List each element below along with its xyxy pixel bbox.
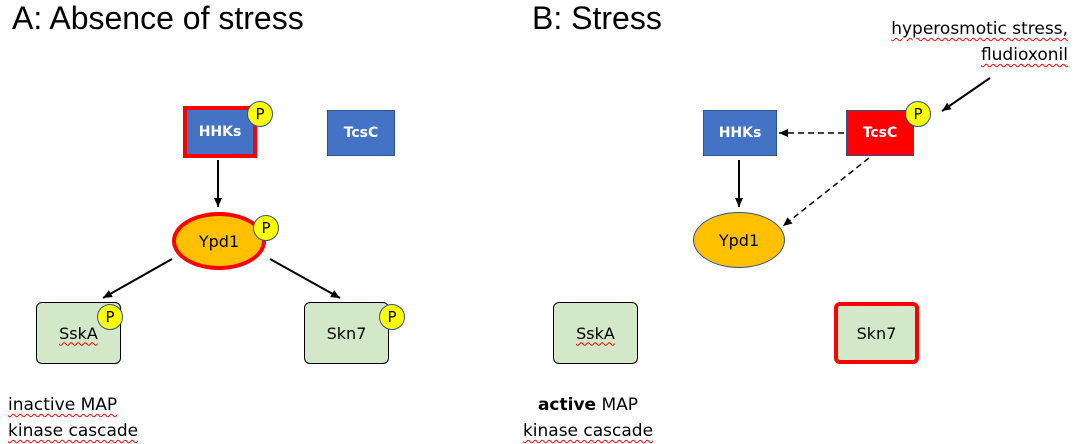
phosphate-badge-hhks-a: P <box>247 101 273 127</box>
panel-a-note: inactive MAP kinase cascade <box>8 392 138 444</box>
sska-label-a: SskA <box>59 323 98 343</box>
skn7-node-b: Skn7 <box>834 302 919 364</box>
arrow-ypd1-to-sska-a <box>102 258 173 299</box>
tcsc-node-b: TcsC <box>846 110 914 156</box>
panel-a-note-line2: kinase cascade <box>8 421 139 441</box>
phosphate-badge-skn7-a: P <box>379 304 405 330</box>
phosphate-badge-tcsc-b: P <box>905 101 931 127</box>
tcsc-label-a: TcsC <box>343 125 379 141</box>
skn7-node-a: Skn7 <box>304 302 389 364</box>
skn7-label-b: Skn7 <box>856 323 897 343</box>
stimulus-label: hyperosmotic stress, fludioxonil <box>860 16 1068 68</box>
sska-label-b: SskA <box>576 323 615 343</box>
stimulus-line1: hyperosmotic stress, <box>891 19 1068 39</box>
arrow-stimulus-to-tcsc <box>941 77 991 112</box>
ypd1-node-a: Ypd1 <box>172 212 266 270</box>
hhks-node-b: HHKs <box>703 110 777 156</box>
tcsc-label-b: TcsC <box>862 125 898 141</box>
panel-b-note-bold: active <box>537 395 597 415</box>
panel-a-note-line1: inactive MAP <box>8 395 118 415</box>
panel-b-note-line2: kinase cascade <box>522 421 654 441</box>
ypd1-label-b: Ypd1 <box>718 230 760 250</box>
sska-node-b: SskA <box>553 302 638 364</box>
panel-b-title: B: Stress <box>532 0 662 36</box>
skn7-label-a: Skn7 <box>326 323 367 343</box>
tcsc-node-a: TcsC <box>327 110 395 156</box>
panel-a-title: A: Absence of stress <box>12 0 304 36</box>
hhks-label-b: HHKs <box>718 125 762 141</box>
ypd1-node-b: Ypd1 <box>693 212 785 268</box>
hhks-node-a: HHKs <box>183 106 257 158</box>
ypd1-label-a: Ypd1 <box>198 231 240 251</box>
panel-b-note-rest: MAP <box>596 395 639 415</box>
phosphate-badge-ypd1-a: P <box>253 215 279 241</box>
panel-b-note: active MAP kinase cascade <box>518 392 658 444</box>
stimulus-line2: fludioxonil <box>980 45 1068 65</box>
arrow-ypd1-to-skn7-a <box>269 258 341 299</box>
arrow-tcsc-to-ypd1-dashed <box>782 157 870 227</box>
phosphate-badge-sska-a: P <box>97 304 123 330</box>
hhks-label-a: HHKs <box>198 124 242 140</box>
